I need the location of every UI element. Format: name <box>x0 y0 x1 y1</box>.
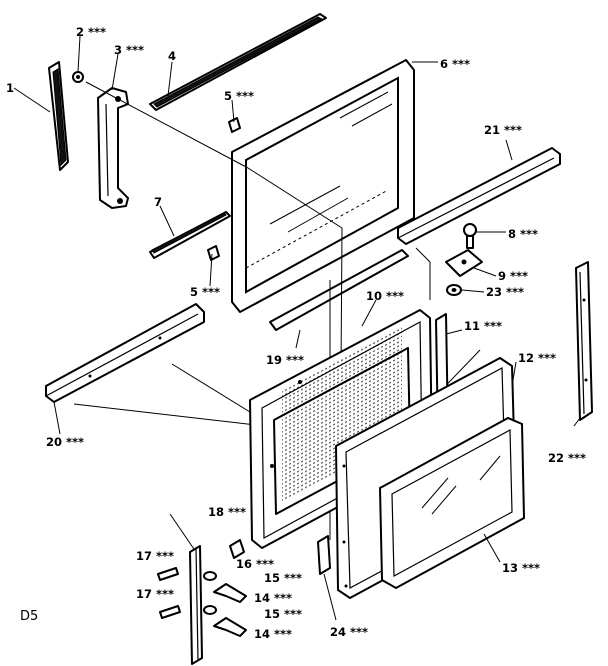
part-4-top-trim <box>149 13 327 111</box>
label-part-10: 10 *** <box>366 289 404 303</box>
part-14-hinge-arm-upper <box>213 583 247 603</box>
label-part-18: 18 *** <box>208 505 246 519</box>
label-part-17-lower: 17 *** <box>136 587 174 601</box>
leader-lines <box>13 35 581 621</box>
label-part-19: 19 *** <box>266 353 304 367</box>
part-19-rail <box>269 249 409 331</box>
part-3-handle <box>97 87 129 209</box>
label-part-12: 12 *** <box>518 351 556 365</box>
part-18-fastener <box>229 539 245 559</box>
part-5-screw-lower <box>207 245 220 261</box>
label-part-15-upper: 15 *** <box>264 571 302 585</box>
part-23-washer <box>446 284 462 296</box>
label-part-21: 21 *** <box>484 123 522 137</box>
label-part-8: 8 *** <box>508 227 538 241</box>
labels: 1 2 *** 3 *** 4 5 *** 5 *** 6 *** 7 8 **… <box>6 25 586 641</box>
label-part-3: 3 *** <box>114 43 144 57</box>
label-part-24: 24 *** <box>330 625 368 639</box>
part-2-screw <box>72 71 84 83</box>
label-part-22: 22 *** <box>548 451 586 465</box>
label-part-14-upper: 14 *** <box>254 591 292 605</box>
part-6-window-frame <box>231 59 415 313</box>
label-part-5-upper: 5 *** <box>224 89 254 103</box>
label-part-15-lower: 15 *** <box>264 607 302 621</box>
label-part-2: 2 *** <box>76 25 106 39</box>
part-8-hinge-screw <box>463 223 477 249</box>
part-16-hinge-channel <box>189 545 203 665</box>
part-9-hinge-bracket <box>445 249 483 277</box>
part-17-screw-upper <box>157 567 179 581</box>
part-1-trim-strip <box>48 61 69 171</box>
page-code: D5 <box>20 609 38 624</box>
label-part-6: 6 *** <box>440 57 470 71</box>
label-part-17-upper: 17 *** <box>136 549 174 563</box>
part-15-hinge-pin-upper <box>203 571 217 581</box>
label-part-5-lower: 5 *** <box>190 285 220 299</box>
part-22-side-rail <box>575 261 593 421</box>
part-13-door-glass <box>378 416 526 590</box>
label-part-4: 4 <box>168 49 176 63</box>
part-24-bracket <box>317 535 331 575</box>
label-part-13: 13 *** <box>502 561 540 575</box>
label-part-1: 1 <box>6 81 14 95</box>
part-21-top-rail <box>397 147 561 245</box>
part-20-left-rail <box>45 303 205 403</box>
label-part-7: 7 <box>154 195 162 209</box>
part-10-inner-door <box>249 309 433 549</box>
label-part-20: 20 *** <box>46 435 84 449</box>
part-7-lower-trim <box>149 211 231 259</box>
part-5-screw-upper <box>228 117 241 133</box>
part-17-screw-lower <box>159 605 181 619</box>
label-part-16: 16 *** <box>236 557 274 571</box>
part-14-hinge-arm-lower <box>213 617 247 637</box>
label-part-11: 11 *** <box>464 319 502 333</box>
label-part-14-lower: 14 *** <box>254 627 292 641</box>
label-part-23: 23 *** <box>486 285 524 299</box>
part-15-hinge-pin-lower <box>203 605 217 615</box>
label-part-9: 9 *** <box>498 269 528 283</box>
